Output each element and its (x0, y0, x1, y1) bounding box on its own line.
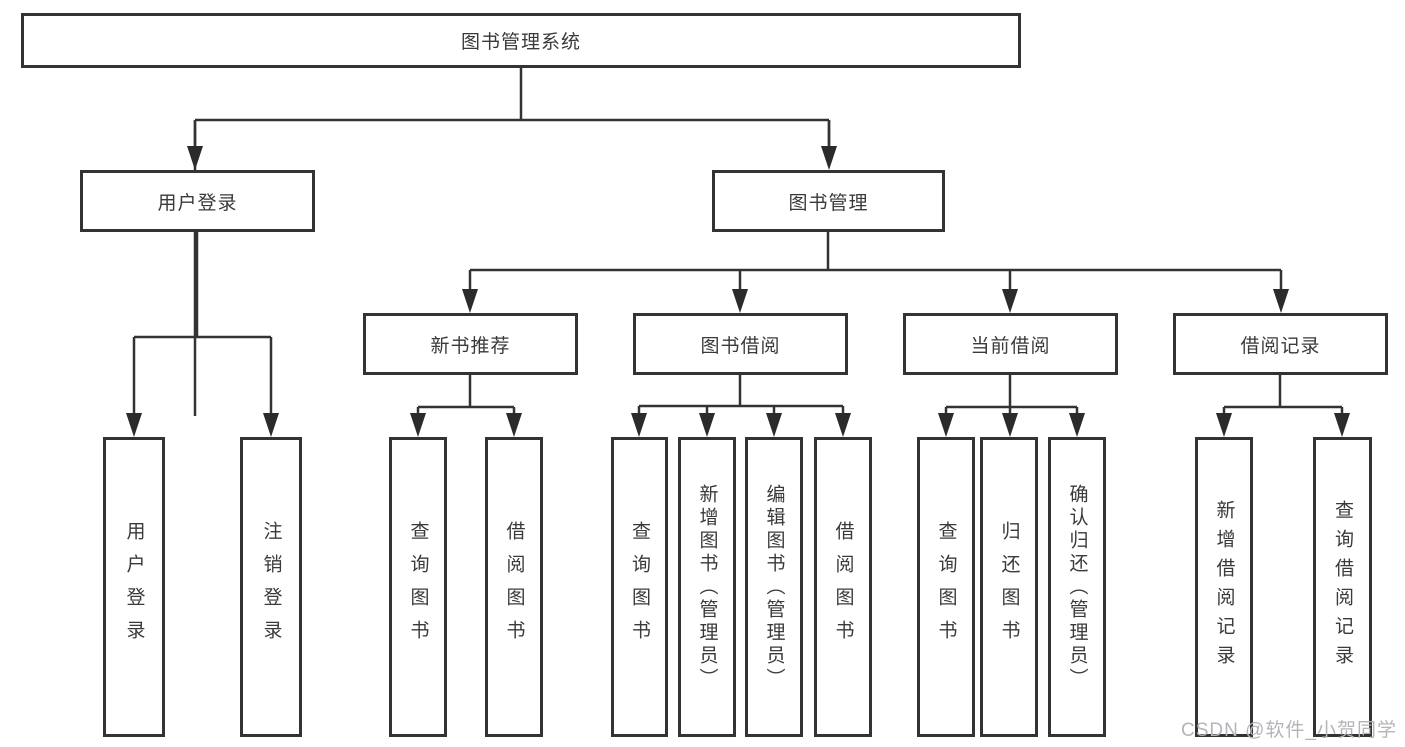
node-borrow-records: 借阅记录 (1173, 313, 1388, 375)
leaf-recommend-borrow-books: 借阅图书 (485, 437, 543, 737)
leaf-confirm-return-admin-label: 确认归还（管理员） (1066, 483, 1088, 691)
leaf-add-borrow-record-label: 新增借阅记录 (1213, 500, 1235, 674)
leaf-edit-books-admin-label: 编辑图书（管理员） (763, 483, 785, 691)
node-current-borrow: 当前借阅 (903, 313, 1118, 375)
node-book-management-label: 图书管理 (788, 192, 869, 214)
csdn-watermark: CSDN @软件_小贺同学 (1181, 720, 1397, 741)
node-user-login: 用户登录 (80, 170, 315, 232)
leaf-return-books-label: 归还图书 (998, 521, 1020, 653)
leaf-borrow-query-books-label: 查询图书 (629, 521, 650, 653)
leaf-return-books: 归还图书 (980, 437, 1038, 737)
leaf-recommend-query-books-label: 查询图书 (407, 521, 429, 653)
leaf-user-login-label: 用户登录 (123, 521, 145, 653)
node-root-label: 图书管理系统 (460, 32, 581, 53)
leaf-add-books-admin: 新增图书（管理员） (678, 437, 736, 737)
node-borrow-records-label: 借阅记录 (1240, 335, 1321, 357)
leaf-borrow-books: 借阅图书 (814, 437, 872, 737)
leaf-edit-books-admin: 编辑图书（管理员） (745, 437, 803, 737)
leaf-current-query-books: 查询图书 (917, 437, 975, 737)
leaf-confirm-return-admin: 确认归还（管理员） (1048, 437, 1106, 737)
leaf-query-borrow-record-label: 查询借阅记录 (1332, 500, 1353, 674)
arrowhead-icons (126, 146, 1350, 437)
node-book-borrow-label: 图书借阅 (700, 335, 781, 357)
leaf-logout-label: 注销登录 (260, 521, 282, 653)
leaf-logout: 注销登录 (240, 437, 302, 737)
leaf-current-query-books-label: 查询图书 (935, 521, 957, 653)
node-current-borrow-label: 当前借阅 (970, 335, 1051, 357)
leaf-query-borrow-record: 查询借阅记录 (1313, 437, 1372, 737)
node-book-borrow: 图书借阅 (633, 313, 848, 375)
leaf-recommend-query-books: 查询图书 (389, 437, 447, 737)
leaf-add-books-admin-label: 新增图书（管理员） (696, 483, 718, 691)
node-book-management: 图书管理 (712, 170, 945, 232)
leaf-recommend-borrow-books-label: 借阅图书 (503, 521, 525, 653)
leaf-add-borrow-record: 新增借阅记录 (1195, 437, 1253, 737)
node-root: 图书管理系统 (21, 13, 1021, 68)
leaf-borrow-books-label: 借阅图书 (832, 521, 854, 653)
leaf-user-login: 用户登录 (103, 437, 165, 737)
node-new-book-recommend: 新书推荐 (363, 313, 578, 375)
node-new-book-recommend-label: 新书推荐 (430, 335, 511, 357)
leaf-borrow-query-books: 查询图书 (611, 437, 668, 737)
node-user-login-label: 用户登录 (157, 192, 238, 214)
